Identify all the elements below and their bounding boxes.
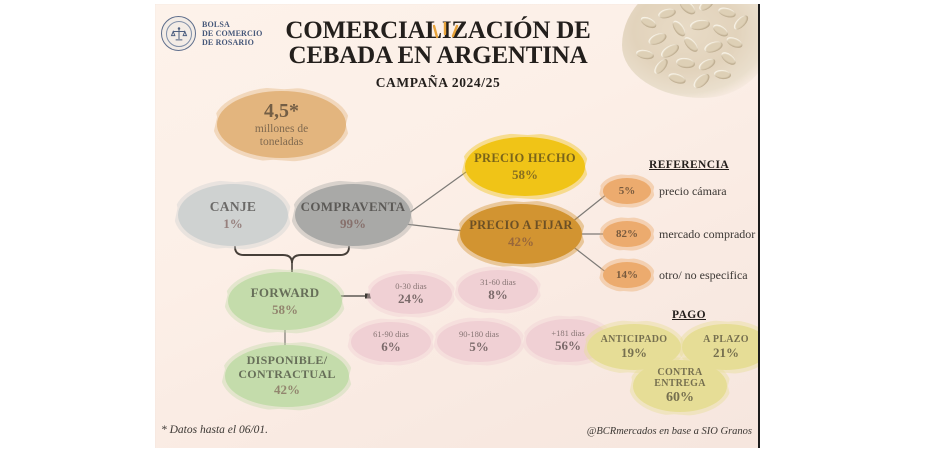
compraventa-pct: 99% xyxy=(340,215,366,231)
pago-contra-entrega-pct: 60% xyxy=(666,389,694,405)
referencia-pct-1: 82% xyxy=(616,228,638,240)
bcr-seal-icon xyxy=(161,16,196,51)
disponible-label-line2: CONTRACTUAL xyxy=(238,366,336,381)
page-subtitle: CAMPAÑA 2024/25 xyxy=(375,75,501,90)
page-title-line1: COMERCIALIZACIÓN DE xyxy=(285,17,591,44)
referencia-row-otro: 14% otro/ no especifica xyxy=(603,262,748,288)
precio-a-fijar-pct: 42% xyxy=(508,234,534,249)
compraventa-label: COMPRAVENTA xyxy=(300,198,406,214)
bcr-logo-text: BOLSA DE COMERCIO DE ROSARIO xyxy=(202,20,263,48)
canje-pct: 1% xyxy=(223,215,243,231)
infographic-panel: BOLSA DE COMERCIO DE ROSARIO COMERCIALIZ… xyxy=(155,4,760,448)
bcr-logo: BOLSA DE COMERCIO DE ROSARIO xyxy=(161,16,263,51)
referencia-text-1: mercado comprador xyxy=(659,226,756,241)
pago-anticipado-pct: 19% xyxy=(621,344,647,360)
referencia-pct-0: 5% xyxy=(618,185,636,197)
referencia-pct-bubble-2: 14% xyxy=(603,262,651,288)
term-61-90-label: 61-90 dias xyxy=(373,329,409,339)
term-90-180-label: 90-180 dias xyxy=(459,328,499,339)
total-volume-bubble: 4,5* millones de toneladas xyxy=(217,91,346,158)
forward-term-bubble-90-180: 90-180 dias 5% xyxy=(437,321,521,362)
pago-anticipado-label: ANTICIPADO xyxy=(600,333,668,345)
referencia-pct-bubble-1: 82% xyxy=(603,221,651,247)
pago-contra-entrega-label: CONTRA ENTREGA xyxy=(654,367,706,390)
forward-term-bubble-0-30: 0-30 dias 24% xyxy=(370,274,452,314)
barley-grains-photo xyxy=(622,4,758,98)
referencia-heading: REFERENCIA xyxy=(649,159,730,171)
footnote: * Datos hasta el 06/01. xyxy=(161,424,269,436)
disponible-label-line1: DISPONIBLE/ xyxy=(246,353,328,367)
term-0-30-pct: 24% xyxy=(398,291,424,306)
referencia-row-precio-camara: 5% precio cámara xyxy=(603,178,727,204)
precio-hecho-label: PRECIO HECHO xyxy=(474,150,576,165)
pago-contra-entrega-line2: ENTREGA xyxy=(654,378,706,389)
precio-a-fijar-label: PRECIO A FIJAR xyxy=(469,218,573,232)
channel-bubble-compraventa: COMPRAVENTA 99% xyxy=(295,184,411,246)
total-volume-unit-line2: toneladas xyxy=(259,135,304,148)
pago-a-plazo-pct: 21% xyxy=(713,344,739,360)
pago-heading: PAGO xyxy=(672,309,706,321)
precio-hecho-pct: 58% xyxy=(512,166,538,182)
total-volume-value: 4,5* xyxy=(264,99,299,122)
term-181-pct: 56% xyxy=(555,337,581,353)
disponible-label: DISPONIBLE/ CONTRACTUAL xyxy=(238,353,336,381)
forward-term-bubble-31-60: 31-60 dias 8% xyxy=(458,270,538,310)
total-volume-unit-line1: millones de xyxy=(254,122,309,135)
sparkle-icon xyxy=(433,22,459,39)
term-31-60-label: 31-60 dias xyxy=(480,277,516,287)
delivery-bubble-forward: FORWARD 58% xyxy=(228,272,342,330)
forward-pct: 58% xyxy=(272,301,298,317)
term-31-60-pct: 8% xyxy=(488,287,508,302)
referencia-text-2: otro/ no especifica xyxy=(659,267,748,282)
referencia-pct-2: 14% xyxy=(616,269,638,281)
total-volume-unit: millones de toneladas xyxy=(255,123,308,149)
pago-bubble-contra-entrega: CONTRA ENTREGA 60% xyxy=(633,360,727,412)
price-bubble-precio-hecho: PRECIO HECHO 58% xyxy=(465,137,585,196)
forward-label: FORWARD xyxy=(250,284,320,300)
term-181-label: +181 dias xyxy=(551,327,585,338)
bcr-logo-line3: DE ROSARIO xyxy=(202,38,254,48)
delivery-bubble-disponible: DISPONIBLE/ CONTRACTUAL 42% xyxy=(225,345,349,407)
forward-term-bubble-61-90: 61-90 dias 6% xyxy=(351,322,431,362)
referencia-row-mercado-comprador: 82% mercado comprador xyxy=(603,221,755,247)
pago-a-plazo-label: A PLAZO xyxy=(703,333,749,345)
page-title-line2: CEBADA EN ARGENTINA xyxy=(288,42,588,69)
price-bubble-precio-a-fijar: PRECIO A FIJAR 42% xyxy=(460,204,582,264)
referencia-pct-bubble-0: 5% xyxy=(603,178,651,204)
disponible-pct: 42% xyxy=(274,382,300,397)
pago-contra-entrega-line1: CONTRA xyxy=(657,366,703,378)
title-block: COMERCIALIZACIÓN DE CEBADA EN ARGENTINA … xyxy=(273,18,603,91)
bcr-logo-line2: DE COMERCIO xyxy=(202,28,263,38)
term-90-180-pct: 5% xyxy=(469,338,489,354)
term-0-30-label: 0-30 dias xyxy=(395,281,427,291)
channel-bubble-canje: CANJE 1% xyxy=(178,184,288,246)
term-61-90-pct: 6% xyxy=(381,339,401,354)
source-credit: @BCRmercados en base a SIO Granos xyxy=(586,426,752,437)
bcr-logo-line1: BOLSA xyxy=(202,19,230,29)
referencia-text-0: precio cámara xyxy=(659,183,727,198)
canje-label: CANJE xyxy=(209,198,257,214)
page-title: COMERCIALIZACIÓN DE CEBADA EN ARGENTINA xyxy=(273,18,603,68)
